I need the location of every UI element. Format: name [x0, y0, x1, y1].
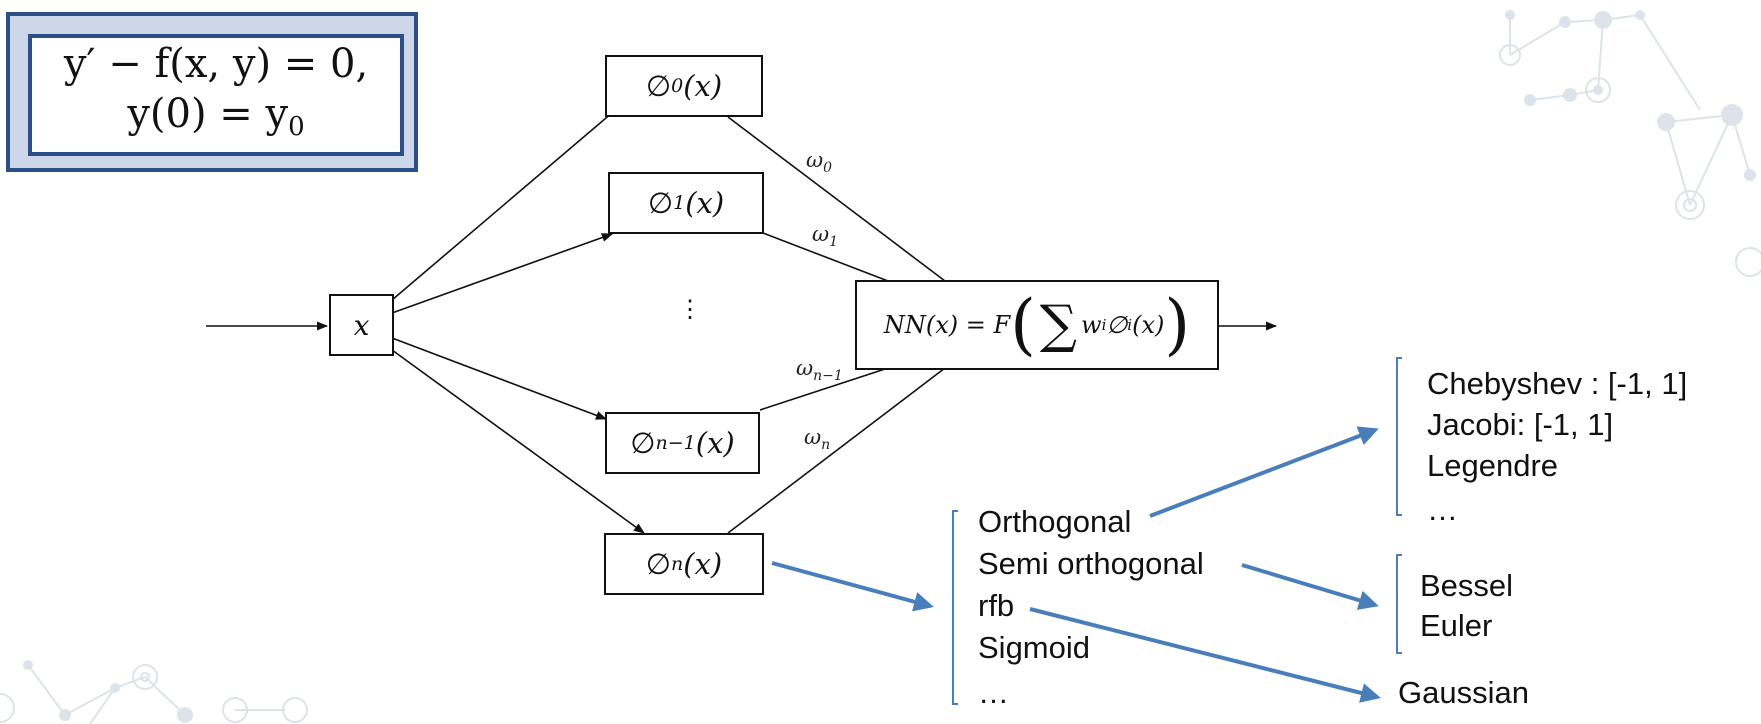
orthogonal-example-legendre: Legendre	[1427, 448, 1559, 483]
basis-node-phi-0: ∅0(x)	[605, 55, 763, 117]
bracket-semi-orthogonal-examples	[1396, 554, 1402, 654]
basis-node-phi-n: ∅n(x)	[604, 533, 764, 595]
rbf-example-gaussian: Gaussian	[1398, 675, 1529, 710]
edge-phin-out	[727, 367, 946, 534]
equation-line-1: y′ − f(x, y) = 0,	[63, 40, 369, 87]
basis-type-rfb: rfb	[978, 588, 1015, 623]
molecule-decoration-bottom-left	[0, 664, 308, 724]
edge-phi1-out	[762, 232, 889, 282]
edge-x-phi1	[391, 233, 614, 314]
phi-symbol: ∅	[645, 69, 672, 103]
weight-label-1: ω1	[812, 222, 839, 250]
sigma-symbol: ∑	[1039, 295, 1078, 355]
bracket-orthogonal-examples	[1396, 357, 1402, 516]
blue-arrows	[771, 426, 1381, 703]
edge-phi0-out	[727, 116, 946, 282]
weight-label-n-1: ωn−1	[796, 356, 843, 384]
bracket-basis-types	[952, 510, 958, 705]
network-edges	[206, 83, 1278, 534]
edge-phin1-out	[759, 367, 889, 411]
vertical-ellipsis: ⋮	[678, 296, 702, 323]
equation-box: y′ − f(x, y) = 0, y(0) = y0	[28, 34, 404, 156]
basis-type-sigmoid: Sigmoid	[978, 630, 1090, 665]
edge-x-phin	[391, 349, 645, 534]
orthogonal-example-more: …	[1427, 492, 1458, 527]
weight-label-0: ω0	[806, 148, 833, 176]
arrow-rfb-to-gaussian	[1029, 607, 1381, 703]
phi-symbol: ∅	[630, 426, 656, 460]
edge-x-phin1	[391, 337, 608, 420]
input-node: x	[329, 294, 394, 356]
equation-line-2: y(0) = y0	[127, 90, 305, 142]
semi-orthogonal-example-bessel: Bessel	[1420, 568, 1514, 603]
basis-type-more: …	[978, 675, 1009, 710]
basis-type-orthogonal: Orthogonal	[978, 504, 1132, 539]
molecule-nodes-top-right	[1505, 10, 1756, 181]
arrow-phin-to-basis-types	[771, 561, 934, 612]
phi-symbol: ∅	[645, 547, 672, 581]
basis-node-phi-1: ∅1(x)	[608, 172, 764, 234]
molecule-nodes-bottom-left	[23, 660, 193, 723]
basis-type-semi-orthogonal: Semi orthogonal	[978, 546, 1204, 581]
phi-symbol: ∅	[647, 186, 674, 220]
arrow-semi-orthogonal-to-examples	[1241, 563, 1379, 610]
orthogonal-example-jacobi: Jacobi: [-1, 1]	[1427, 407, 1614, 442]
edge-x-phi0	[391, 83, 647, 301]
semi-orthogonal-example-euler: Euler	[1420, 608, 1493, 643]
brackets	[952, 357, 1402, 705]
orthogonal-example-chebyshev: Chebyshev : [-1, 1]	[1427, 366, 1688, 401]
basis-node-phi-n-1: ∅n−1(x)	[605, 412, 760, 474]
weight-label-n: ωn	[804, 425, 831, 453]
arrow-orthogonal-to-examples	[1149, 426, 1379, 518]
molecule-decoration-top-right	[1499, 14, 1761, 277]
